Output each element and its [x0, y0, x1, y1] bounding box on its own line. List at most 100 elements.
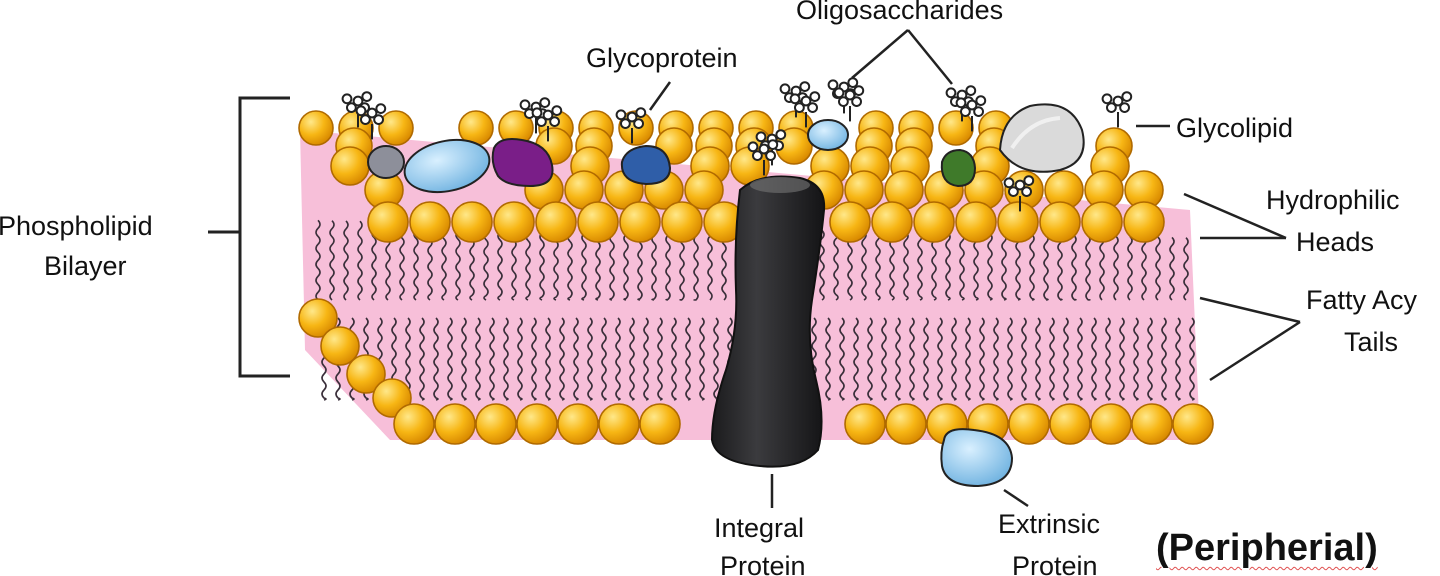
fatty-acyl-tail: [357, 220, 363, 301]
label-glycolipid: Glycolipid: [1176, 113, 1294, 143]
phospholipid-head: [1123, 201, 1165, 243]
fatty-acyl-tail: [489, 317, 495, 401]
protein-grey-large: [998, 103, 1085, 173]
fatty-acyl-tail: [973, 232, 979, 301]
fatty-acyl-tail: [573, 317, 579, 401]
fatty-acyl-tail: [959, 232, 965, 301]
sugar-branch: [747, 139, 779, 176]
fatty-acyl-tail: [1099, 235, 1105, 301]
fatty-acyl-tail: [979, 317, 985, 401]
fatty-acyl-tail: [1091, 317, 1097, 401]
phospholipid-head: [475, 403, 517, 445]
sugar-branch: [355, 103, 387, 140]
fatty-acyl-tail: [517, 317, 523, 401]
fatty-acyl-tail: [923, 317, 929, 401]
fatty-acyl-tail: [1113, 235, 1119, 301]
fatty-acyl-tail: [455, 222, 461, 301]
label-hydrophilic-line2: Heads: [1296, 227, 1375, 257]
fatty-acyl-tail: [1043, 234, 1049, 301]
phospholipid-head: [639, 403, 681, 445]
fatty-acyl-tail: [315, 219, 321, 301]
fatty-acyl-tail: [699, 317, 705, 401]
phospholipid-head: [393, 403, 435, 445]
label-integral-line1: Integral: [714, 513, 805, 543]
phospholipid-heads: [298, 110, 1214, 445]
fatty-acyl-tail: [861, 230, 867, 301]
phospholipid-head: [320, 326, 360, 366]
fatty-acyl-tails: [315, 219, 1195, 401]
fatty-acyl-tail: [1161, 317, 1167, 401]
fatty-acyl-tail: [853, 317, 859, 401]
label-fatty-line1: Fatty Acy: [1306, 285, 1418, 315]
fatty-acyl-tail: [567, 224, 573, 301]
fatty-acyl-tail: [1007, 317, 1013, 401]
fatty-acyl-tail: [601, 317, 607, 401]
oligosaccharide-chains: [341, 77, 1133, 212]
phospholipid-head: [661, 201, 703, 243]
phospholipid-head: [577, 201, 619, 243]
sugar-branch: [789, 91, 821, 128]
fatty-acyl-tail: [413, 221, 419, 301]
fatty-acyl-tail: [693, 227, 699, 301]
phospholipid-head: [535, 201, 577, 243]
fatty-acyl-tail: [825, 317, 831, 401]
fatty-acyl-tail: [665, 226, 671, 301]
fatty-acyl-tail: [643, 317, 649, 401]
fatty-acyl-tail: [1119, 317, 1125, 401]
protein-small-light-blue: [807, 119, 849, 151]
sugar-branch: [615, 107, 647, 144]
fatty-acyl-tail: [895, 317, 901, 401]
fatty-acyl-tail: [909, 317, 915, 401]
label-extrinsic-line1: Extrinsic: [998, 509, 1101, 539]
fatty-acyl-tail: [1035, 317, 1041, 401]
fatty-acyl-tail: [447, 317, 453, 401]
fatty-acyl-tail: [713, 317, 719, 401]
pointer-lines: [648, 29, 1301, 508]
fatty-acyl-tail: [1085, 235, 1091, 301]
fatty-acyl-tail: [1127, 236, 1133, 301]
phospholipid-head: [298, 298, 338, 338]
fatty-acyl-tail: [433, 317, 439, 401]
fatty-acyl-tail: [903, 231, 909, 301]
fatty-acyl-tail: [917, 231, 923, 301]
phospholipid-head: [913, 201, 955, 243]
fatty-acyl-tail: [867, 317, 873, 401]
phospholipid-head: [409, 201, 451, 243]
sugar-branch: [341, 91, 373, 128]
label-peripherial-text: (Peripherial): [1156, 527, 1378, 569]
fatty-acyl-tail: [1063, 317, 1069, 401]
fatty-acyl-tail: [475, 317, 481, 401]
fatty-acyl-tail: [329, 220, 335, 301]
fatty-acyl-tail: [1077, 317, 1083, 401]
fatty-acyl-tail: [1147, 317, 1153, 401]
fatty-acyl-tail: [539, 224, 545, 301]
phospholipid-head: [997, 201, 1039, 243]
label-phospholipid-line2: Bilayer: [44, 251, 127, 281]
fatty-acyl-tail: [1175, 317, 1181, 401]
fatty-acyl-tail: [461, 317, 467, 401]
fatty-acyl-tail: [881, 317, 887, 401]
integral-protein-shape: [710, 175, 826, 468]
sugar-branch: [531, 105, 563, 142]
fatty-acyl-tail: [609, 225, 615, 301]
phospholipid-head: [598, 403, 640, 445]
fatty-acyl-tail: [587, 317, 593, 401]
fatty-acyl-tail: [629, 317, 635, 401]
fatty-acyl-tail: [1071, 234, 1077, 301]
phospholipid-head: [434, 403, 476, 445]
label-hydrophilic-line1: Hydrophilic: [1266, 185, 1400, 215]
fatty-acyl-tail: [847, 230, 853, 301]
fatty-acyl-tail: [1189, 317, 1195, 401]
label-peripherial: (Peripherial): [1156, 526, 1378, 570]
phospholipid-head: [1090, 403, 1132, 445]
fatty-acyl-tail: [945, 232, 951, 301]
fatty-acyl-tail: [931, 232, 937, 301]
sugar-branch: [833, 85, 865, 122]
phospholipid-head: [493, 201, 535, 243]
fatty-acyl-tail: [987, 233, 993, 301]
fatty-acyl-tail: [1049, 317, 1055, 401]
fatty-acyl-tail: [839, 317, 845, 401]
fatty-acyl-tail: [419, 317, 425, 401]
